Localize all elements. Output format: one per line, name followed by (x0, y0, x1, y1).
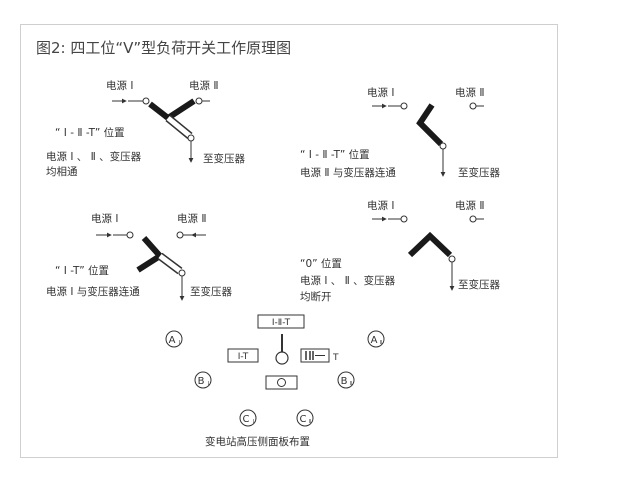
s2-position-label: “ Ⅰ - Ⅱ -T” 位置 (300, 149, 370, 161)
s4-contact-t (448, 255, 456, 263)
panel-b1-sub: Ⅰ (208, 381, 209, 387)
panel-a2-circle (367, 330, 385, 348)
panel-b2-label: B (341, 376, 348, 387)
panel-a1-label: A (169, 335, 176, 346)
switch-state-1 (112, 97, 210, 163)
s2-contact-t (439, 142, 447, 150)
panel-box-left-text: Ⅰ-T (238, 352, 249, 362)
s2-contact-1 (400, 102, 408, 110)
s4-source1-label: 电源 Ⅰ (367, 200, 395, 212)
s1-position-label: “ Ⅰ - Ⅱ -T” 位置 (55, 127, 125, 139)
panel-box-bottom-circle (277, 378, 286, 387)
s3-source2-label: 电源 Ⅱ (177, 213, 207, 225)
s3-transformer-label: 至变压器 (190, 286, 232, 298)
s4-contact-2 (469, 215, 477, 223)
s2-transformer-label: 至变压器 (458, 167, 500, 179)
panel-a1-circle (165, 330, 183, 348)
panel-layout: Ⅰ-Ⅱ-T Ⅰ-T T A Ⅰ A Ⅱ B Ⅰ B Ⅱ C (165, 314, 385, 427)
switch-state-4 (372, 215, 484, 291)
panel-c1-label: C (243, 414, 250, 425)
diagram-title: 图2: 四工位“V”型负荷开关工作原理图 (36, 39, 292, 57)
s1-source2-label: 电源 Ⅱ (189, 80, 219, 92)
s4-v-blade (407, 231, 453, 258)
s1-v-blade (148, 98, 196, 122)
panel-box-top-text: Ⅰ-Ⅱ-T (272, 318, 291, 328)
panel-c2-circle (296, 409, 314, 427)
s4-position-label: “0” 位置 (300, 258, 342, 270)
s1-desc2: 均相通 (46, 166, 78, 178)
s2-source1-label: 电源 Ⅰ (367, 87, 395, 99)
s3-contact-1 (126, 231, 134, 239)
s2-desc1: 电源 Ⅱ 与变压器连通 (300, 167, 396, 179)
panel-caption: 变电站高压侧面板布置 (205, 436, 310, 448)
panel-b1-circle (194, 371, 212, 389)
s3-desc1: 电源 Ⅰ 与变压器连通 (46, 286, 140, 298)
s3-contact-t (178, 269, 186, 277)
panel-a2-sub: Ⅱ (380, 340, 382, 346)
s4-desc2: 均断开 (300, 291, 332, 303)
s3-position-label: “ Ⅰ -T” 位置 (55, 265, 109, 277)
s2-contact-2 (469, 102, 477, 110)
switch-state-3 (96, 231, 206, 301)
s1-transformer-label: 至变压器 (203, 153, 245, 165)
panel-b1-label: B (198, 376, 205, 387)
panel-b2-sub: Ⅱ (350, 381, 352, 387)
switch-state-2 (372, 102, 484, 177)
s2-source2-label: 电源 Ⅱ (455, 87, 485, 99)
s4-source2-label: 电源 Ⅱ (455, 200, 485, 212)
s4-contact-1 (400, 215, 408, 223)
panel-c2-sub: Ⅱ (309, 419, 311, 425)
s1-blade-t-fill (166, 116, 192, 138)
s2-v-blade (416, 103, 444, 147)
diagram-frame (20, 24, 558, 458)
panel-a1-sub: Ⅰ (179, 340, 180, 346)
s3-blade-t-fill (158, 254, 182, 273)
s1-contact-t (187, 134, 195, 142)
s4-transformer-label: 至变压器 (458, 279, 500, 291)
panel-c1-sub: Ⅰ (253, 419, 254, 425)
panel-box-right-t: T (332, 353, 339, 363)
s3-contact-2 (176, 231, 184, 239)
panel-c1-circle (239, 409, 257, 427)
panel-box-left (227, 348, 259, 363)
s1-contact-1 (142, 97, 150, 105)
s4-desc1: 电源 Ⅰ 、 Ⅱ 、变压器 (300, 275, 396, 287)
panel-c2-label: C (300, 414, 307, 425)
panel-box-top (257, 314, 305, 329)
panel-b2-circle (337, 371, 355, 389)
s3-v-blade (136, 236, 165, 273)
s1-source1-label: 电源 Ⅰ (106, 80, 134, 92)
panel-a2-label: A (371, 335, 378, 346)
s1-desc1: 电源 Ⅰ 、 Ⅱ 、变压器 (46, 151, 142, 163)
s1-contact-2 (195, 97, 203, 105)
panel-handle-knob (275, 351, 289, 365)
s3-source1-label: 电源 Ⅰ (91, 213, 119, 225)
